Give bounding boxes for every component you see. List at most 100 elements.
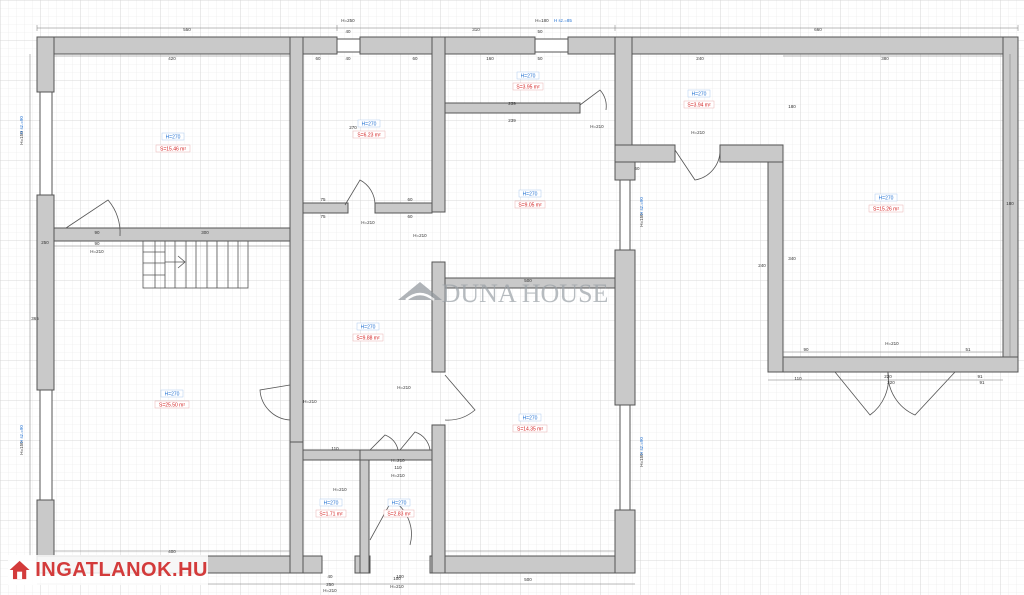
dim-stair-top: 300 — [201, 230, 209, 235]
window-label-4-hsz: H sz.=90 — [639, 437, 644, 455]
dim-bottom-6: 110 — [794, 376, 802, 381]
dim-bottom-7: 220 — [887, 380, 895, 385]
window-label-1-hsz: H sz.=90 — [19, 116, 24, 134]
door-label-10: H=210 — [413, 233, 427, 238]
opening-labels: H=210 H=210 H=210 H=210 H=210 H=210 H=21… — [19, 116, 899, 589]
room-se-height: H=270 — [523, 416, 538, 422]
dim-garage-right-stub: 51 — [965, 347, 971, 352]
house-icon — [9, 560, 30, 580]
dim-garage-left-stub: 90 — [803, 347, 809, 352]
dim-n2-left: 60 — [315, 56, 321, 61]
room-living-area: S=25.50 m² — [159, 403, 185, 409]
door-label-7: H=210 — [391, 458, 405, 463]
door-label-9: H=210 — [303, 399, 317, 404]
top-label-hsz85: H sz.=85 — [554, 18, 572, 23]
dim-garage-width: 380 — [881, 56, 889, 61]
dim-wc-a: 110 — [331, 446, 339, 451]
window-label-2: H=150 — [19, 441, 24, 455]
window-label-1: H=150 — [19, 131, 24, 145]
door-label-11: H=210 — [333, 487, 347, 492]
room-hall-area: S=9.88 m² — [356, 336, 380, 342]
dim-nw-width: 420 — [168, 56, 176, 61]
room-n3-height: H=270 — [521, 74, 536, 80]
top-label-h180: H=180 — [535, 18, 549, 23]
dim-stair-a: 90 — [94, 230, 100, 235]
dim-top-3: 660 — [814, 27, 822, 32]
room-hall-height: H=270 — [361, 325, 376, 331]
room-wc-height: H=270 — [324, 501, 339, 507]
dim-garage-depth: 180 — [1006, 201, 1014, 206]
dim-top-window-c: 50 — [537, 29, 543, 34]
dim-garage-door-right: 91 — [977, 374, 983, 379]
window-label-3-hsz: H sz.=90 — [639, 197, 644, 215]
dim-left-total: 365 — [31, 316, 39, 321]
dim-garage-lower-left: 340 — [788, 256, 796, 261]
dim-top-window-b: 40 — [345, 56, 351, 61]
duna-house-watermark: DUNA HOUSE — [398, 279, 608, 308]
dim-bath-door: 100 — [393, 576, 401, 581]
door-label-3: H=210 — [590, 124, 604, 129]
room-wc-area: S=1.71 m² — [319, 512, 343, 518]
watermark-text: DUNA HOUSE — [442, 279, 609, 308]
dim-garage-upper-left: 180 — [788, 104, 796, 109]
room-mid-east-height: H=270 — [523, 192, 538, 198]
room-n2-area: S=6.23 m² — [357, 133, 381, 139]
top-label-h250: H=250 — [341, 18, 355, 23]
dim-n2-right: 60 — [412, 56, 418, 61]
room-ne-small-height: H=270 — [692, 92, 707, 98]
dim-top-2: 310 — [472, 27, 480, 32]
room-nw-area: S=15.46 m² — [160, 147, 186, 153]
dim-garage-left-depth: 240 — [758, 263, 766, 268]
dim-mid-east-width: 500 — [524, 278, 532, 283]
room-mid-east-area: S=9.05 m² — [518, 203, 542, 209]
dim-hall-door-left-b: 75 — [320, 214, 326, 219]
door-label-4: H=210 — [691, 130, 705, 135]
door-label-5: H=210 — [885, 341, 899, 346]
room-n2-height: H=270 — [362, 122, 377, 128]
door-label-2: H=210 — [361, 220, 375, 225]
window-label-3: H=150 — [639, 213, 644, 227]
room-garage-height: H=270 — [879, 196, 894, 202]
dim-top-window-d: 50 — [537, 56, 543, 61]
window-label-2-hsz: H sz.=90 — [19, 425, 24, 443]
room-se-area: S=14.35 m² — [517, 427, 543, 433]
room-bath-area: S=2.83 m² — [387, 512, 411, 518]
door-label-12: H=210 — [390, 584, 404, 589]
dim-left-stair: 250 — [41, 240, 49, 245]
dim-bottom-3: 100 — [396, 574, 404, 579]
dim-bottom-4: H=210 — [323, 588, 337, 593]
windows — [39, 38, 631, 511]
duna-house-logo-icon — [398, 282, 442, 301]
dim-ne-small-width: 240 — [696, 56, 704, 61]
dim-hall-door-right: 60 — [407, 197, 413, 202]
dim-n3-wall-b: 239 — [508, 118, 516, 123]
dimension-texts: 550 310 660 H=250 H=180 H sz.=85 420 240… — [31, 18, 1014, 581]
dim-n3-width-a: 160 — [486, 56, 494, 61]
dim-wc-b: 110 — [394, 465, 402, 470]
ingatlanok-brand: INGATLANOK.HU — [8, 555, 208, 585]
dim-bottom-5: 500 — [524, 577, 532, 582]
room-n3-area: S=3.95 m² — [516, 85, 540, 91]
door-label-6: H=210 — [397, 385, 411, 390]
room-labels: H=270 S=15.46 m² H=270 S=6.23 m² H=270 S… — [154, 71, 904, 518]
room-bath-height: H=270 — [392, 501, 407, 507]
dim-n2-depth: 270 — [349, 125, 357, 130]
dim-ne-door-stub: 60 — [634, 166, 640, 171]
dim-top-1: 550 — [183, 27, 191, 32]
dim-stair-b: 90 — [94, 241, 100, 246]
dim-garage-door: 220 — [884, 374, 892, 379]
room-living-height: H=270 — [165, 392, 180, 398]
doors — [65, 89, 956, 546]
room-ne-small-area: S=3.94 m² — [687, 103, 711, 109]
dim-top-window-a: 40 — [345, 29, 351, 34]
door-label-8: H=210 — [391, 473, 405, 478]
room-garage-area: S=15.26 m² — [873, 207, 899, 213]
dim-bottom-1: 40 — [327, 574, 333, 579]
window-label-4: H=150 — [639, 453, 644, 467]
brand-text: INGATLANOK.HU — [35, 558, 208, 581]
room-nw-height: H=270 — [166, 135, 181, 141]
staircase — [142, 240, 249, 289]
dim-bottom-2: 250 — [326, 582, 334, 587]
